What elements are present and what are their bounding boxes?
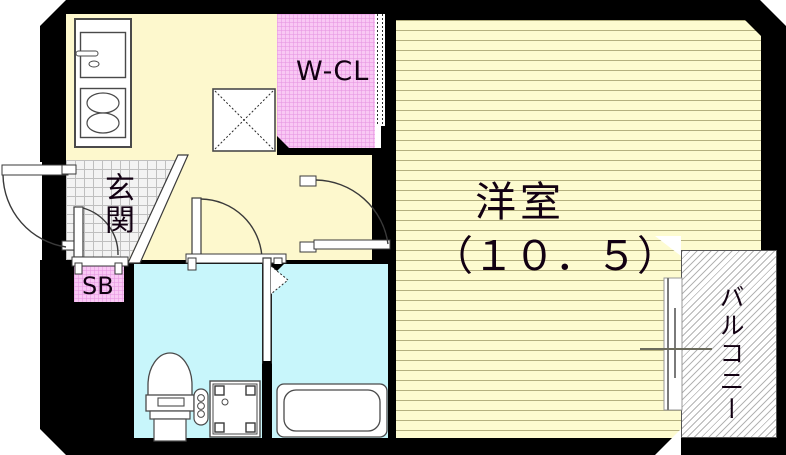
bathroom-folding-door[interactable]: [258, 257, 294, 378]
balcony-door-handle-line: [640, 346, 712, 352]
room-closet: [277, 14, 385, 148]
area-balcony: [681, 250, 777, 438]
label-main-room-size: （１０．５）: [432, 232, 678, 280]
label-closet: W-CL: [296, 56, 370, 87]
closet-sliding-door[interactable]: [375, 14, 385, 162]
washer-space-x-box: [212, 88, 276, 152]
shoe-box-door-marks: [70, 256, 130, 275]
label-balcony: バルコニー: [716, 284, 745, 424]
toilet-fixture: [140, 345, 218, 442]
bathtub: [276, 383, 388, 438]
exterior-landing: [0, 162, 42, 260]
kitchen-stove: [79, 87, 127, 139]
balcony-sliding-door[interactable]: [662, 277, 684, 411]
label-shoe-box: SB: [82, 272, 114, 300]
label-entrance: 玄関: [99, 172, 134, 236]
washer-pan: [209, 380, 261, 438]
main-room-door[interactable]: [299, 174, 402, 260]
label-main-room-name: 洋室: [475, 178, 565, 226]
entrance-door[interactable]: [0, 163, 80, 258]
kitchen-sink: [75, 31, 127, 79]
